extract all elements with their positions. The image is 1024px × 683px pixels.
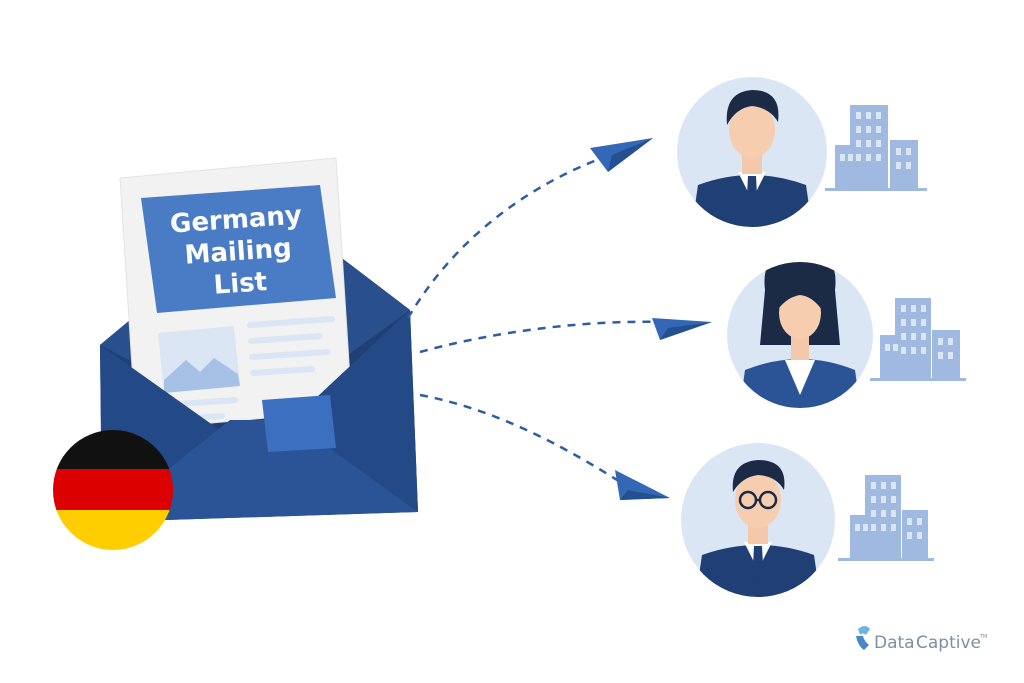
arrow-path-middle (419, 320, 666, 354)
datacaptive-logo: Data Captive TM (856, 626, 987, 653)
paper-plane-icon (590, 138, 712, 500)
headline-line-3: List (213, 267, 268, 301)
person-avatar-icon (677, 77, 827, 227)
building-icon (838, 475, 934, 561)
datacaptive-logo-icon (856, 626, 870, 650)
headline: Germany Mailing List (169, 201, 303, 301)
building-icon (870, 298, 966, 381)
brand-name-part2: Captive (916, 633, 981, 653)
headline-line-2: Mailing (184, 233, 293, 270)
arrows (406, 153, 666, 487)
person-avatar-icon (727, 262, 873, 408)
arrow-path-top (406, 153, 611, 319)
person-avatar-icon (681, 443, 835, 597)
brand-trademark: TM (979, 634, 987, 640)
building-icon (825, 105, 927, 191)
brand-name-part1: Data (874, 633, 915, 653)
arrow-path-bottom (419, 393, 626, 487)
